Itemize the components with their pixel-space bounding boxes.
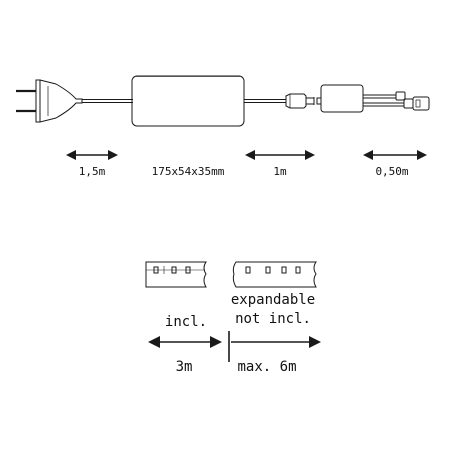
barrel-connector [285, 93, 315, 109]
dimension-arrow-connection-cable [245, 150, 315, 160]
included-label: incl. [164, 314, 208, 330]
included-length: 3m [175, 359, 193, 375]
max-length: max. 6m [237, 359, 297, 375]
plug-cable [82, 99, 133, 103]
euro-plug-icon [16, 79, 83, 123]
connection-cable [244, 99, 286, 103]
not-included-label: not incl. [235, 311, 311, 327]
power-supply-dimensions: 175x54x35mm [151, 165, 225, 178]
dimension-arrow-included-length [148, 336, 222, 348]
expandable-label: expandable [230, 292, 316, 308]
led-strip-expansion [232, 261, 317, 288]
connection-cable-length: 1m [273, 165, 287, 178]
plug-cable-length: 1,5m [78, 165, 106, 178]
dimension-arrow-plug-cable [66, 150, 118, 160]
controller-cable-length: 0,50m [375, 165, 409, 178]
controller-box [316, 84, 430, 113]
dimension-arrow-max-length [231, 336, 321, 348]
led-strip-included [145, 261, 207, 288]
power-supply-unit [131, 75, 245, 127]
dimension-arrow-controller-cable [363, 150, 427, 160]
